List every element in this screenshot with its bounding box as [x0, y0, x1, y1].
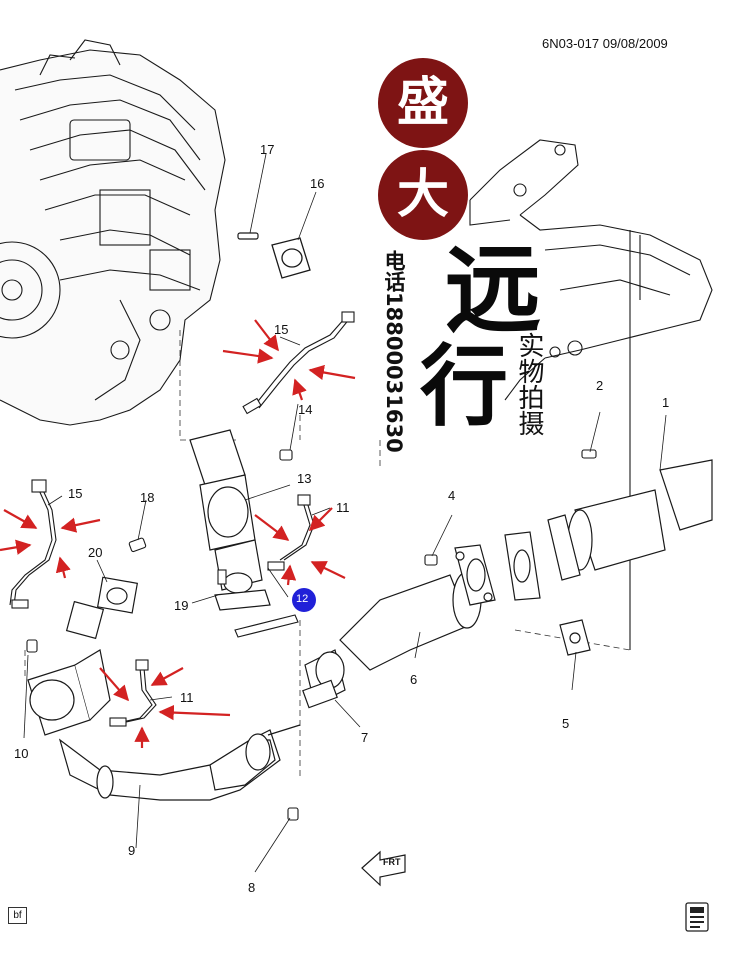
watermark-tagline: 实物拍摄 [514, 332, 544, 436]
callout-10: 10 [14, 746, 29, 761]
callout-20: 20 [88, 545, 103, 560]
callout-15b: 15 [68, 486, 83, 501]
exhaust-clamp [302, 649, 346, 709]
stud [237, 232, 259, 240]
callout-19: 19 [174, 598, 189, 613]
front-direction-arrow [361, 850, 406, 887]
callout-17: 17 [260, 142, 275, 157]
watermark-seal-1: 盛 [378, 58, 468, 148]
fasteners [26, 449, 597, 821]
highlight-marker [292, 588, 316, 612]
front-label: FRT [383, 857, 401, 867]
flange-gasket [504, 531, 541, 601]
callout-15a: 15 [274, 322, 289, 337]
callout-8: 8 [248, 880, 256, 895]
watermark-seal-2: 大 [378, 150, 468, 240]
flywheel [0, 241, 61, 339]
callout-2: 2 [596, 378, 604, 393]
engine-block [0, 39, 226, 426]
page-badge: bf [8, 907, 27, 924]
oxygen-sensors [9, 311, 355, 727]
intermediate-pipe [339, 544, 496, 671]
document-icon [685, 902, 709, 932]
watermark-shop-char-2: 行 [420, 334, 509, 438]
callout-16: 16 [310, 176, 325, 191]
callout-12: 12 [296, 593, 309, 605]
center-converter [189, 429, 271, 611]
callout-13: 13 [297, 471, 312, 486]
callout-6: 6 [410, 672, 418, 687]
callout-4: 4 [448, 488, 456, 503]
leader-lines [23, 153, 667, 873]
callout-1: 1 [662, 395, 670, 410]
callout-9: 9 [128, 843, 136, 858]
callout-14: 14 [298, 402, 313, 417]
callout-18: 18 [140, 490, 155, 505]
manifold-gasket [271, 237, 311, 279]
left-converter [27, 576, 139, 736]
front-pipe [58, 724, 301, 801]
red-arrows [0, 319, 356, 748]
callout-7: 7 [361, 730, 369, 745]
subframe [469, 139, 713, 650]
document-id: 6N03-017 09/08/2009 [542, 36, 668, 51]
callout-11b: 11 [180, 690, 194, 705]
callout-11a: 11 [336, 500, 350, 515]
watermark-shop-char-1: 远 [445, 233, 541, 346]
rear-converter [547, 459, 713, 581]
hanger-bracket [559, 619, 591, 656]
callout-5: 5 [562, 716, 570, 731]
watermark-phone: 电话18800031630 [382, 250, 406, 453]
